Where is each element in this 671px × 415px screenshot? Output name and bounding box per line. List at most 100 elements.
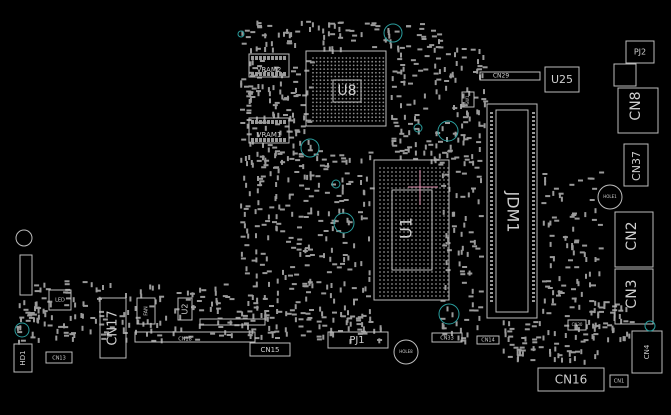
smd-component [366, 295, 371, 298]
bga-ball [423, 259, 425, 261]
bga-ball [399, 175, 401, 177]
smd-component [589, 282, 591, 288]
bga-ball [403, 275, 405, 277]
bga-ball [443, 215, 445, 217]
smd-component [461, 56, 467, 59]
bga-ball [407, 251, 409, 253]
cn8-outline [617, 87, 659, 134]
smd-component [476, 109, 479, 115]
dimm-pin [532, 252, 535, 254]
bga-ball [387, 251, 389, 253]
bga-ball [423, 243, 425, 245]
bga-ball [349, 112, 351, 115]
smd-component [285, 311, 288, 317]
bga-ball [435, 239, 437, 241]
bga-ball [419, 251, 421, 253]
bga-ball [423, 179, 425, 181]
smd-component [302, 282, 308, 285]
smd-component [438, 69, 441, 75]
smd-component [572, 226, 575, 232]
bga-ball [427, 255, 429, 257]
smd-component [390, 43, 393, 49]
bga-ball [395, 231, 397, 233]
bga-ball [338, 71, 340, 74]
bga-ball [371, 105, 374, 107]
smd-component [324, 165, 330, 168]
smd-component [446, 306, 449, 312]
bga-ball [423, 207, 425, 209]
dimm-pin [490, 184, 493, 186]
bga-ball [443, 219, 445, 221]
bga-ball [391, 291, 393, 293]
bga-ball [435, 247, 437, 249]
dimm-pin [532, 296, 535, 298]
bga-ball [423, 227, 425, 229]
bga-ball [399, 287, 401, 289]
smd-component [580, 349, 583, 355]
smd-component [400, 103, 402, 109]
bga-ball [338, 97, 340, 100]
smd-component [215, 302, 221, 305]
vram-pad [263, 138, 266, 142]
bga-ball [371, 90, 374, 93]
smd-component [43, 282, 46, 288]
bga-ball [330, 64, 333, 67]
smd-component [483, 89, 485, 95]
bga-ball [443, 195, 445, 197]
bga-ball [379, 195, 381, 197]
smd-component [351, 39, 356, 42]
smd-component [18, 303, 21, 309]
bga-ball [399, 271, 401, 273]
smd-component [390, 95, 393, 100]
vram-pad [255, 56, 258, 60]
smd-component [316, 156, 319, 162]
smd-component [308, 280, 311, 286]
bga-ball [423, 275, 425, 277]
cpu-u1-outline [373, 159, 450, 301]
smd-component [353, 300, 355, 306]
smd-component [347, 310, 349, 316]
bga-ball [383, 235, 385, 237]
smd-component [307, 149, 313, 152]
bga-ball [383, 251, 385, 253]
smd-component [467, 192, 470, 198]
smd-component [327, 211, 330, 217]
dimm-pin [490, 196, 493, 198]
bga-ball [312, 105, 314, 107]
bga-ball [411, 243, 413, 245]
smd-component [331, 183, 336, 186]
smd-component [64, 283, 70, 286]
bga-ball [387, 295, 389, 297]
dimm-pin [532, 276, 535, 278]
bga-ball [431, 179, 433, 181]
bga-ball [349, 83, 351, 85]
smd-component [325, 236, 328, 242]
bga-ball [387, 175, 389, 177]
bga-ball [415, 255, 417, 257]
smd-component [400, 64, 406, 66]
bga-ball [411, 179, 413, 181]
bga-ball [341, 71, 344, 74]
bga-ball [379, 247, 381, 249]
smd-component [199, 287, 202, 293]
smd-component [264, 310, 270, 312]
dimm-pin [532, 272, 535, 274]
smd-component [188, 335, 194, 338]
cn16-outline [537, 367, 605, 392]
smd-component [391, 114, 394, 120]
bga-ball [427, 199, 429, 201]
smd-component [291, 313, 297, 316]
smd-component [502, 348, 505, 354]
dimm-pin [532, 160, 535, 162]
dimm-pin [490, 180, 493, 182]
bga-ball [447, 215, 449, 217]
bga-ball [439, 187, 441, 189]
bga-ball [407, 199, 409, 201]
smd-component [264, 125, 267, 131]
smd-component [459, 327, 462, 333]
bga-ball [360, 120, 362, 122]
bga-ball [334, 71, 337, 74]
smd-component [345, 320, 348, 326]
bga-ball [431, 183, 433, 185]
bga-ball [427, 275, 429, 277]
